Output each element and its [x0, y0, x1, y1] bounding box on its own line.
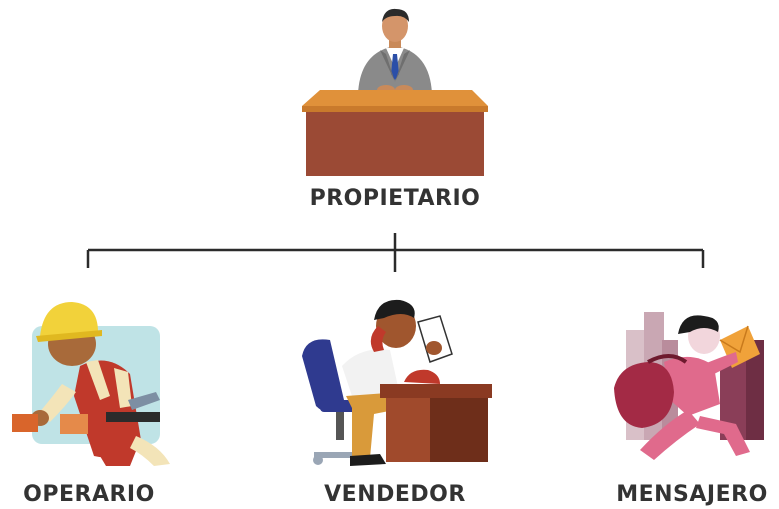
mensajero-label: MENSAJERO: [616, 482, 768, 507]
construction-worker-icon: [12, 302, 170, 466]
businessman-at-desk-icon: [302, 8, 488, 176]
running-courier-icon: [614, 312, 764, 460]
propietario-label: PROPIETARIO: [309, 186, 481, 211]
salesman-on-phone-icon: [302, 299, 492, 466]
vendedor-label: VENDEDOR: [324, 482, 466, 507]
operario-label: OPERARIO: [23, 482, 155, 507]
